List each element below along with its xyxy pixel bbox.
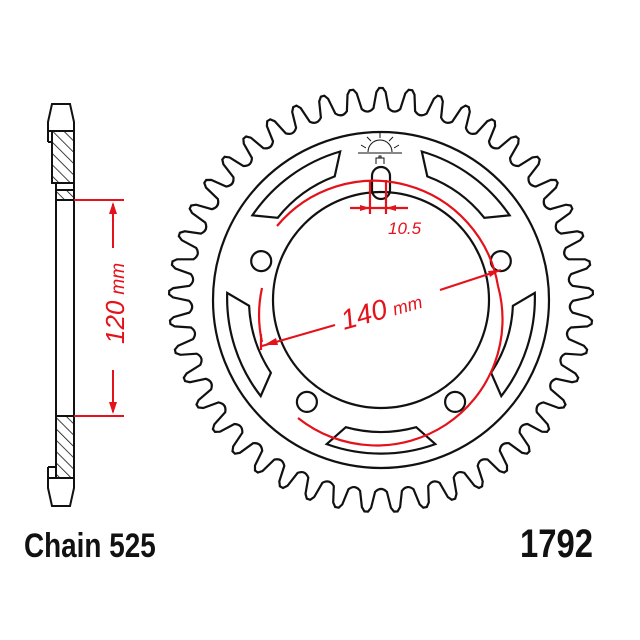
bolt-hole [444, 390, 467, 413]
bolt-hole-dimension-label: 10.5 [388, 219, 422, 238]
inner-bore [271, 190, 491, 410]
window-cutout [420, 149, 512, 219]
sunrise-logo-icon [358, 133, 402, 164]
chain-size-label: Chain 525 [24, 527, 156, 565]
window-cutout [489, 291, 536, 399]
sprocket-front-view [167, 86, 595, 513]
bore-dimension [74, 199, 124, 417]
part-number-label: 1792 [520, 522, 593, 566]
sprocket-teeth [167, 86, 595, 513]
dimension-arrows [264, 205, 500, 345]
bore-dimension-label: 120mm [100, 263, 130, 344]
window-cutout [250, 149, 342, 219]
bolt-hole [295, 390, 318, 413]
bolt-circle-dimension-label: 140mm [337, 283, 425, 336]
outer-rim [211, 130, 551, 470]
bolt-hole [250, 250, 273, 273]
bolt-holes [250, 250, 512, 413]
lightening-windows [226, 149, 536, 455]
top-bolt-slot [370, 165, 392, 201]
window-cutout [226, 291, 273, 399]
side-profile [47, 103, 75, 507]
window-cutout [324, 425, 438, 455]
